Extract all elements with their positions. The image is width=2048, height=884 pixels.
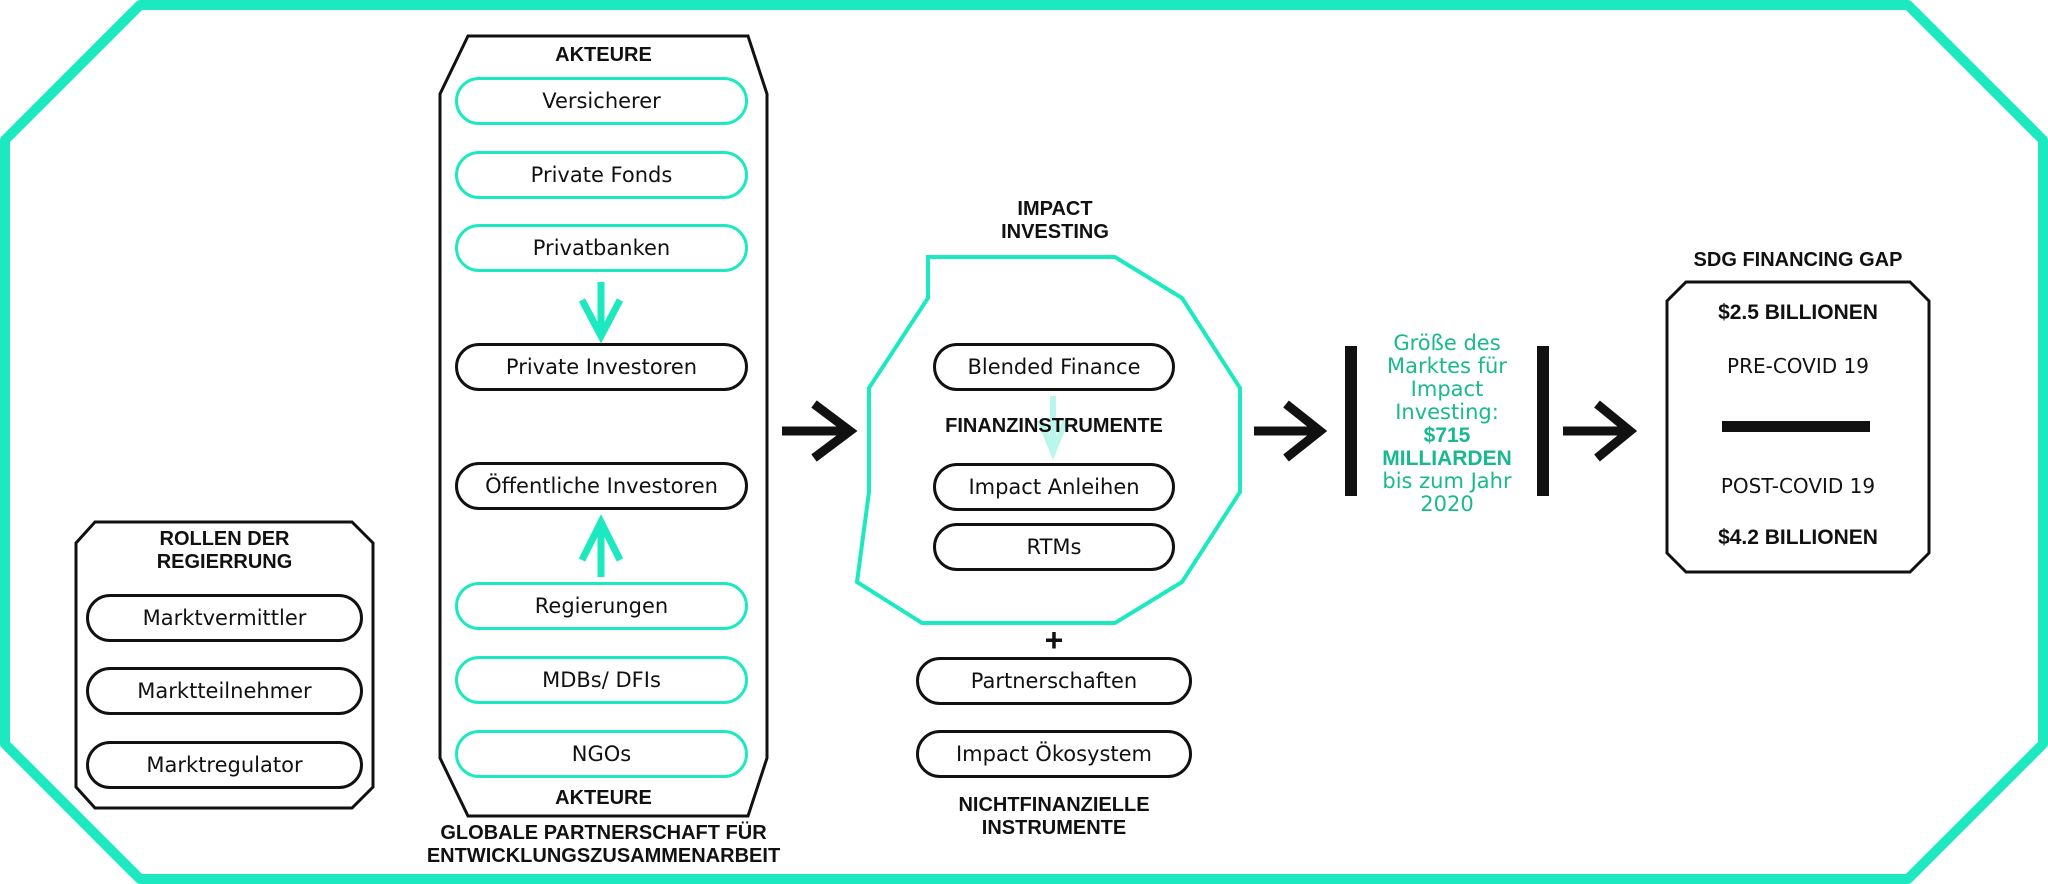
market-line-3: Impact (1410, 377, 1484, 401)
chevron-right-icon (1563, 400, 1638, 462)
gap-post-label: POST-COVID 19 (1720, 474, 1876, 498)
actors-caption: GLOBALE PARTNERSCHAFT FÜR ENTWICKLUNGSZU… (426, 822, 781, 867)
actor-regierungen: Regierungen (455, 582, 748, 630)
market-value: $715 (1423, 424, 1471, 447)
actors-bottom-label: AKTEURE (555, 787, 652, 809)
role-item-marktregulator: Marktregulator (86, 741, 363, 789)
market-line-5: bis zum Jahr (1382, 469, 1512, 493)
actor-versicherer: Versicherer (455, 77, 748, 125)
instrument-impact-anleihen: Impact Anleihen (933, 463, 1175, 511)
plus-icon: + (1044, 622, 1064, 658)
market-value-unit: MILLIARDEN (1382, 447, 1512, 470)
instruments-label: FINANZINSTRUMENTE (945, 415, 1163, 437)
role-item-marktteilnehmer: Marktteilnehmer (86, 667, 363, 715)
impact-octagon (854, 255, 1242, 625)
role-item-marktvermittler: Marktvermittler (86, 594, 363, 642)
actor-mdbs-dfis: MDBs/ DFIs (455, 656, 748, 704)
arrow-down-icon (1037, 396, 1069, 460)
actor-ngos: NGOs (455, 730, 748, 778)
actors-top-label: AKTEURE (555, 44, 652, 66)
gap-box (1665, 280, 1931, 574)
nonfinancial-label: NICHTFINANZIELLE INSTRUMENTE (958, 794, 1150, 839)
roles-box (74, 520, 375, 810)
nonfinancial-impact-oekosystem: Impact Ökosystem (916, 730, 1192, 778)
market-year: 2020 (1420, 492, 1474, 516)
chevron-right-icon (782, 400, 858, 462)
impact-title: IMPACT INVESTING (1001, 198, 1109, 243)
actor-oeffentliche-investoren: Öffentliche Investoren (455, 462, 748, 510)
gap-divider (1722, 421, 1870, 432)
gap-pre-label: PRE-COVID 19 (1727, 354, 1869, 378)
market-size-text: Größe des Marktes für Impact Investing: … (1362, 332, 1532, 516)
actor-private-investoren: Private Investoren (455, 343, 748, 391)
gap-title: SDG FINANCING GAP (1693, 249, 1903, 271)
gap-pre-value: $2.5 BILLIONEN (1718, 301, 1878, 324)
market-line-2: Marktes für (1387, 354, 1507, 378)
market-bar-left (1345, 346, 1357, 496)
arrow-up-icon (578, 514, 624, 577)
gap-post-value: $4.2 BILLIONEN (1718, 526, 1878, 549)
arrow-down-icon (578, 282, 624, 344)
market-bar-right (1537, 346, 1549, 496)
chevron-right-icon (1254, 400, 1328, 462)
instrument-blended-finance: Blended Finance (933, 343, 1175, 391)
actor-privatbanken: Privatbanken (455, 224, 748, 272)
actors-column (438, 34, 769, 818)
instrument-rtms: RTMs (933, 523, 1175, 571)
roles-title: ROLLEN DER REGIERRUNG (156, 528, 293, 573)
actor-private-fonds: Private Fonds (455, 151, 748, 199)
market-line-1: Größe des (1393, 331, 1501, 355)
nonfinancial-partnerschaften: Partnerschaften (916, 657, 1192, 705)
market-line-4: Investing: (1395, 400, 1499, 424)
